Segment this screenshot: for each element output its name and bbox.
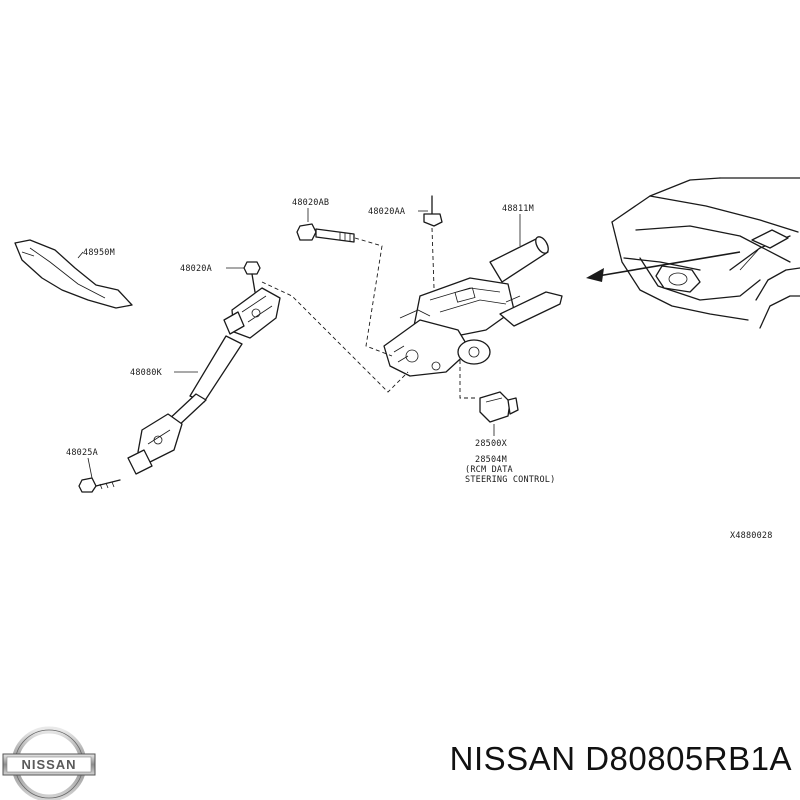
- bolt-ab-callout: 48020AB: [292, 198, 329, 208]
- part-number-caption: NISSAN D80805RB1A: [449, 740, 792, 777]
- module-b-callout: 28504M: [475, 455, 507, 465]
- vehicle-location-sketch: [611, 177, 800, 329]
- bolt-lower-shaft-callout: 48020A: [180, 264, 212, 274]
- bolt-ab-part: [296, 223, 355, 243]
- lower-shaft-callout: 48080K: [130, 368, 163, 378]
- bolt-aa-callout: 48020AA: [368, 207, 405, 217]
- bolt-joint-leader: [87, 457, 93, 479]
- assembly-line-shaft: [261, 281, 409, 393]
- figure-code: X4880028: [730, 531, 773, 541]
- nissan-logo-text: NISSAN: [21, 757, 76, 772]
- assembly-line-module: [459, 360, 478, 399]
- module-note-line1: (RCM DATA: [465, 465, 513, 475]
- lower-shaft-part: [127, 287, 281, 475]
- bolt-aa-part: [423, 195, 443, 227]
- column-assembly-part: [383, 236, 563, 377]
- vehicle-location-arrow: [586, 251, 741, 282]
- bolt-joint-part: [78, 477, 121, 493]
- bolt-joint-callout: 48025A: [66, 448, 98, 458]
- assembly-line-ab: [354, 237, 393, 357]
- module-note-line2: STEERING CONTROL): [465, 475, 555, 485]
- assembly-line-aa: [431, 227, 435, 289]
- insulator-callout: 48950M: [83, 248, 115, 258]
- insulator-part: [14, 239, 133, 309]
- nissan-logo: NISSAN: [2, 726, 96, 800]
- column-assembly-callout: 48811M: [502, 204, 534, 214]
- insulator-leader: [77, 251, 84, 259]
- module-a-callout: 28500X: [475, 439, 508, 449]
- steering-module-part: [479, 391, 519, 423]
- bolt-lower-shaft-part: [243, 261, 261, 293]
